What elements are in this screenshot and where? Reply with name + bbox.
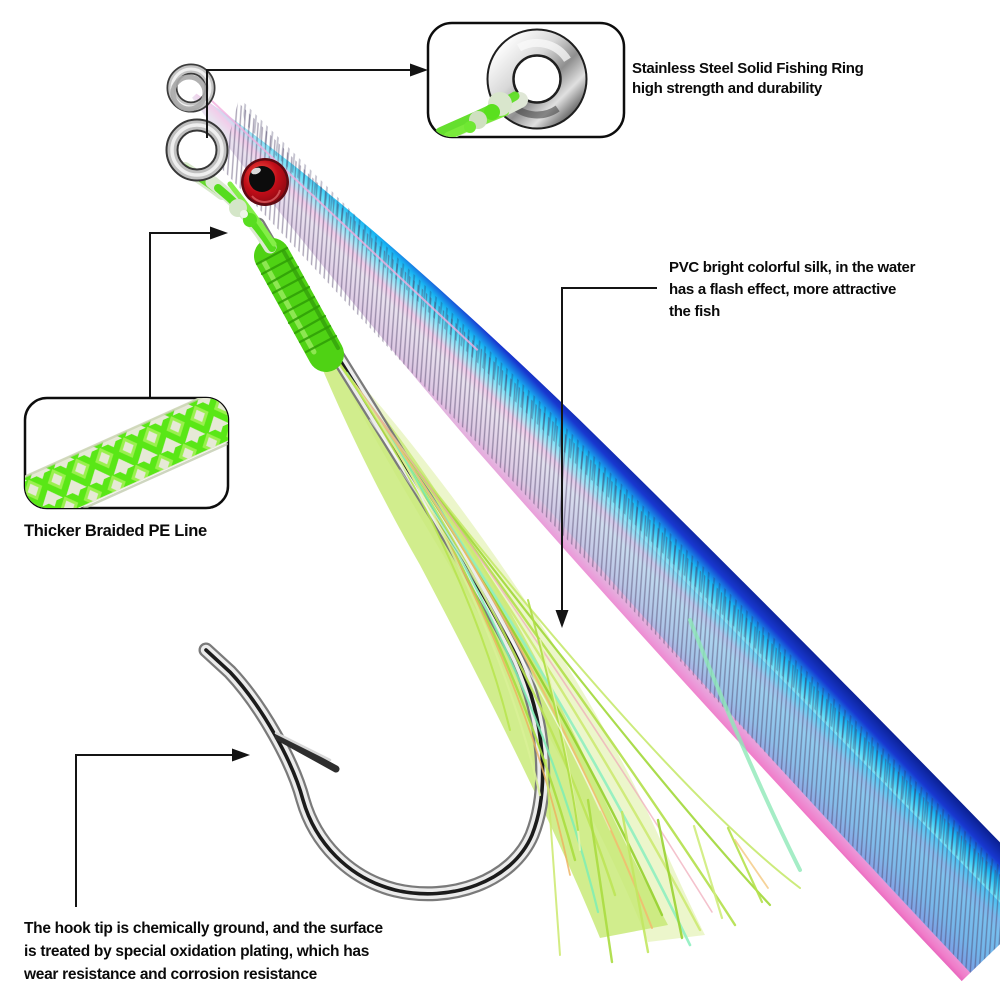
leader-hook	[75, 748, 250, 907]
annotation-silk-text: PVC bright colorful silk, in the water h…	[669, 259, 916, 320]
braided-line-photo	[25, 398, 228, 508]
arrowhead-icon	[232, 748, 250, 762]
lure-eye	[241, 158, 289, 206]
nose-split-ring	[166, 63, 216, 113]
knot-photo	[435, 91, 528, 137]
leader-pe-line	[149, 226, 228, 397]
lure-body	[192, 93, 1000, 982]
ring-detail-callout	[426, 21, 626, 139]
hook-barb	[274, 731, 340, 773]
annotation-pe-line-text: Thicker Braided PE Line	[24, 522, 207, 540]
arrowhead-icon	[410, 63, 428, 77]
thread-wrap	[254, 238, 344, 372]
leader-ring	[206, 63, 428, 138]
braid-knot	[179, 162, 277, 254]
braid-detail-callout	[23, 396, 230, 510]
steel-ring-photo	[486, 28, 588, 130]
solid-ring	[165, 118, 229, 182]
annotation-ring-text: Stainless Steel Solid Fishing Ring high …	[632, 60, 864, 97]
flash-silk-strands	[335, 357, 802, 964]
leader-silk	[555, 287, 657, 628]
arrowhead-icon	[555, 610, 569, 628]
annotation-hook-text: The hook tip is chemically ground, and t…	[24, 920, 383, 983]
arrowhead-icon	[210, 226, 228, 240]
